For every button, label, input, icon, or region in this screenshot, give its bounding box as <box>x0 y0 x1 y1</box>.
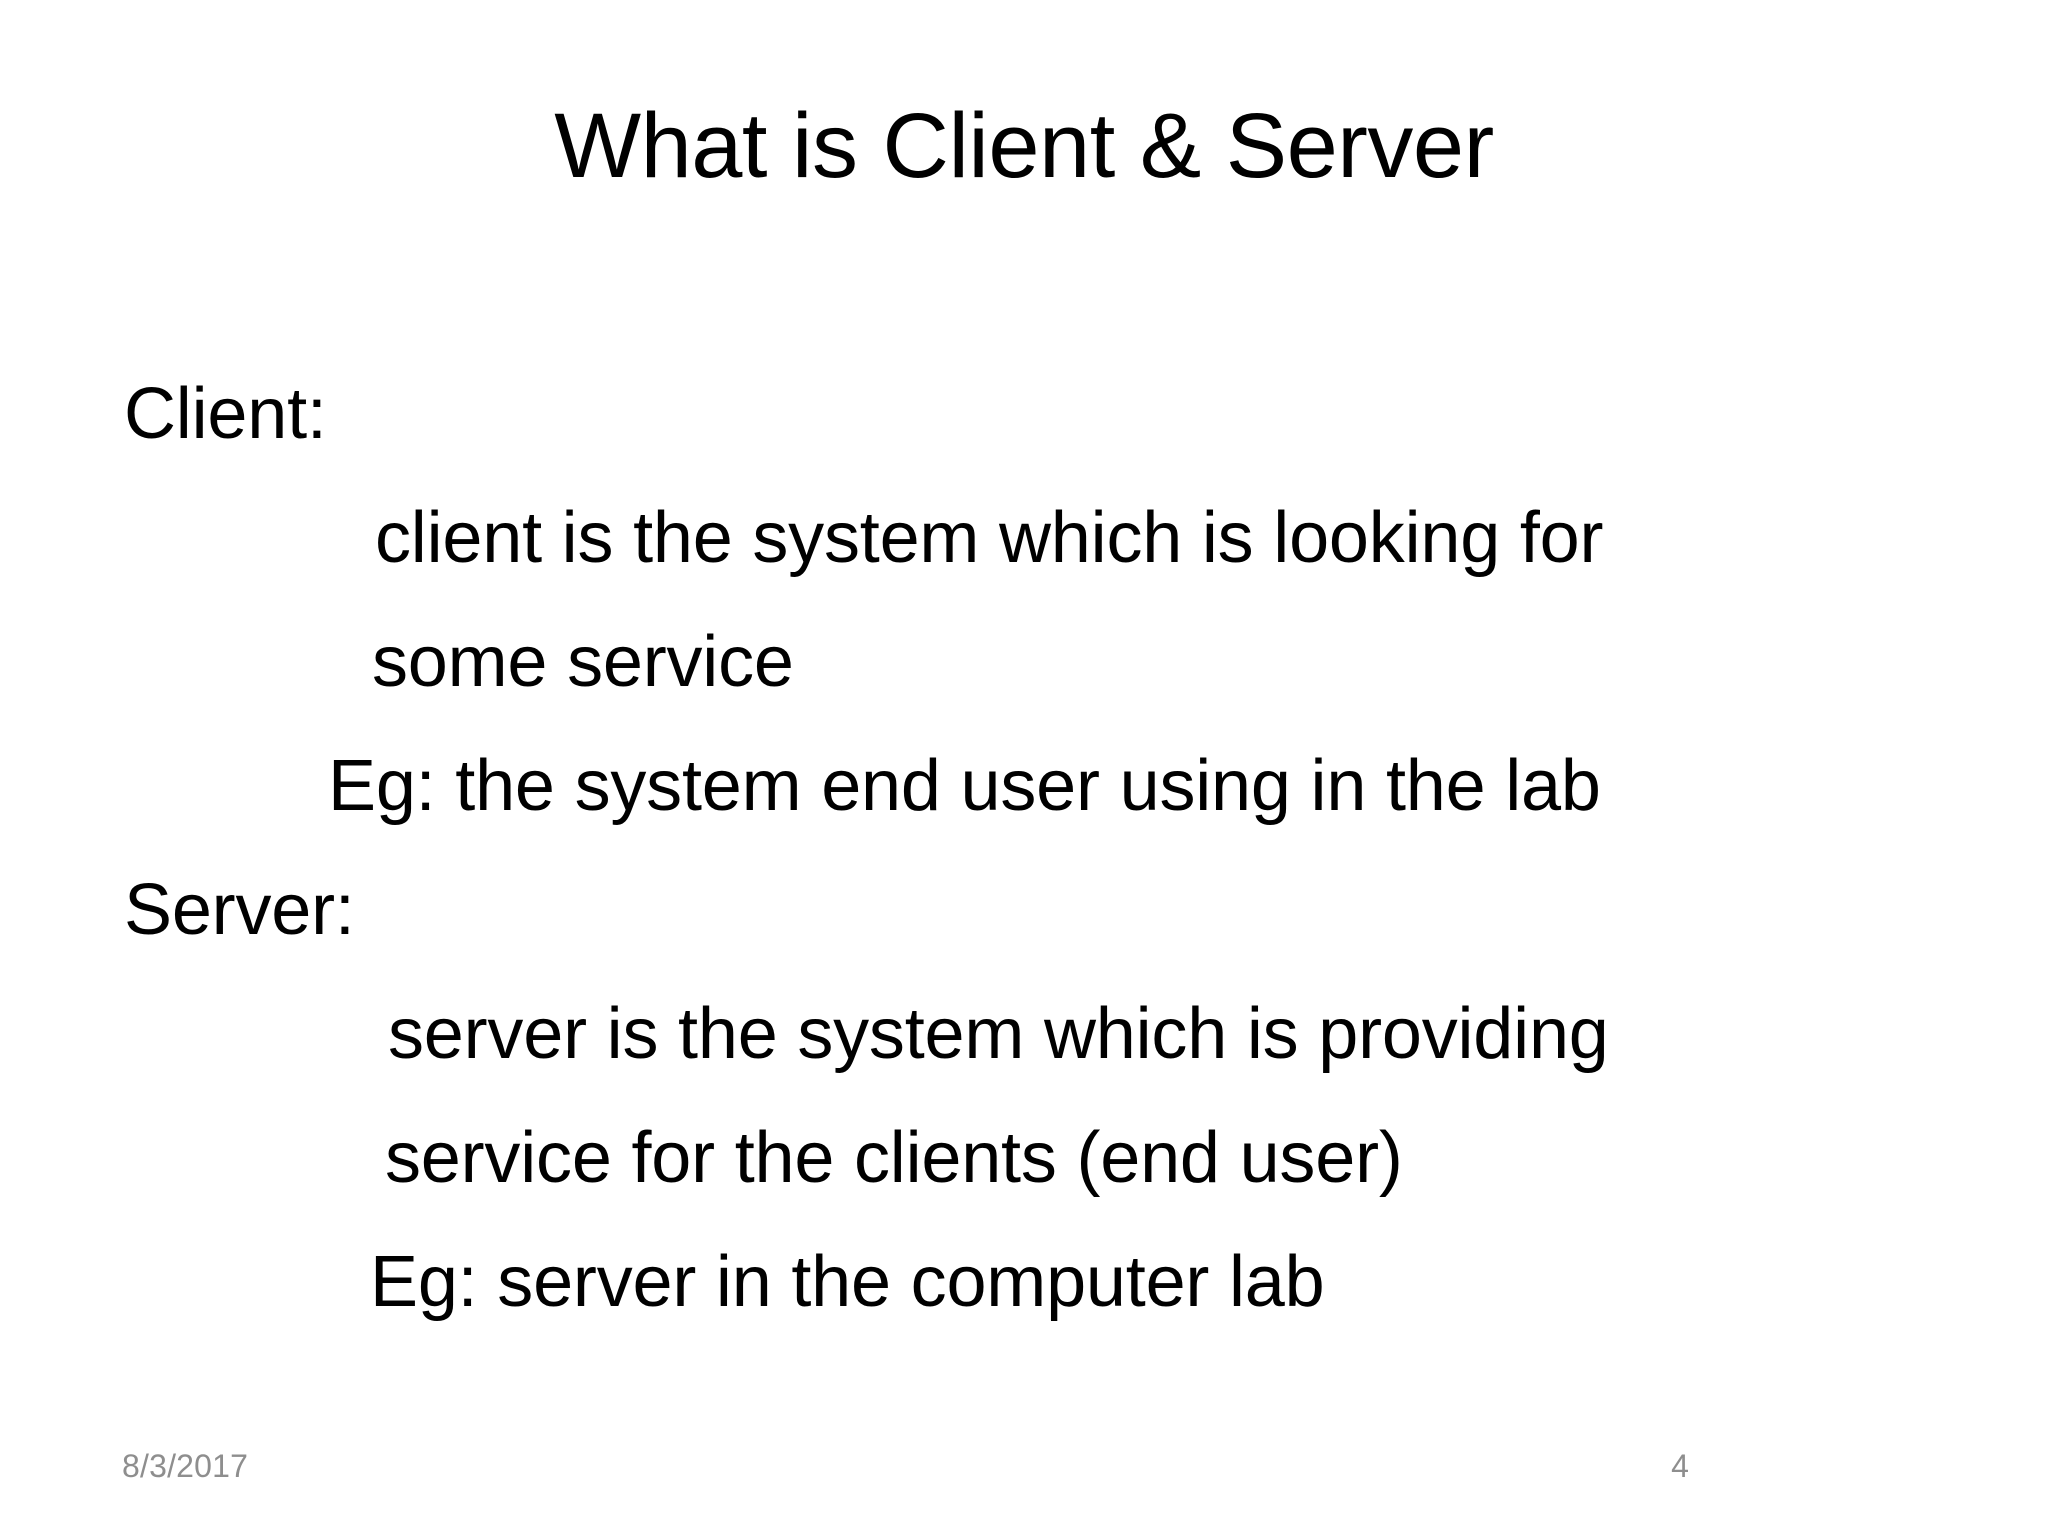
slide-body: Client: client is the system which is lo… <box>0 352 2048 1344</box>
footer-date: 8/3/2017 <box>122 1448 249 1484</box>
page-title: What is Client & Server <box>554 95 1494 197</box>
section-heading-client: Client: <box>124 374 327 454</box>
server-example-line: Eg: server in the computer lab <box>370 1242 1325 1322</box>
footer-page-number: 4 <box>1671 1448 1689 1484</box>
client-example-line: Eg: the system end user using in the lab <box>328 746 1601 826</box>
section-heading-server: Server: <box>124 870 355 950</box>
server-definition-line-1: server is the system which is providing <box>388 994 1609 1074</box>
server-definition-line-2: service for the clients (end user) <box>385 1118 1403 1198</box>
client-definition-line-2: some service <box>372 622 794 702</box>
client-definition-line-1: client is the system which is looking fo… <box>375 498 1604 578</box>
